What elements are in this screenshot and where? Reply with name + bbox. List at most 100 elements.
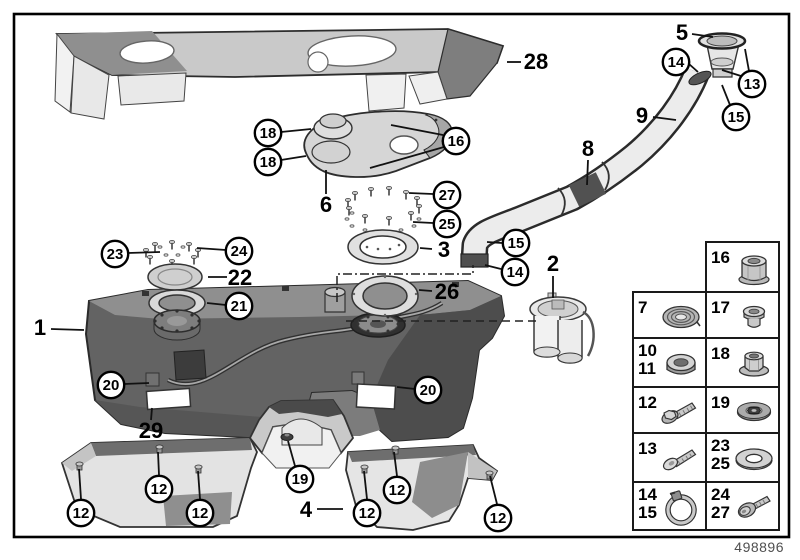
leader-line-8 (586, 159, 589, 186)
disc-nut-icon (736, 402, 772, 422)
callout-14[interactable]: 14 (500, 257, 530, 287)
leader-line-21 (206, 302, 227, 306)
svg-text:12: 12 (192, 505, 209, 522)
flange-nut-icon (738, 351, 770, 377)
leader-line-12 (393, 451, 398, 477)
svg-text:21: 21 (231, 298, 248, 315)
callout-18[interactable]: 18 (253, 118, 283, 148)
svg-text:13: 13 (744, 76, 761, 93)
leader-line-27 (408, 192, 434, 195)
legend-label-27: 27 (711, 503, 730, 522)
leader-line-19 (287, 440, 296, 467)
callout-12[interactable]: 12 (185, 498, 215, 528)
callout-12[interactable]: 12 (144, 474, 174, 504)
legend-cell-7[interactable]: 7 (632, 291, 707, 339)
leader-line-12 (157, 451, 160, 476)
callout-12[interactable]: 12 (382, 475, 412, 505)
filler-cap-part-5 (697, 32, 747, 78)
callout-22[interactable]: 22 (228, 265, 252, 290)
leader-line-14 (484, 264, 502, 270)
svg-text:28: 28 (524, 49, 548, 74)
callout-4[interactable]: 4 (300, 497, 313, 522)
callout-15[interactable]: 15 (721, 102, 751, 132)
left-sender-stack-21-22-23-24 (142, 239, 206, 341)
callout-6[interactable]: 6 (320, 192, 332, 217)
svg-text:20: 20 (420, 382, 437, 399)
service-plate-part-6 (303, 110, 453, 178)
callout-27[interactable]: 27 (432, 180, 462, 210)
callout-20[interactable]: 20 (96, 370, 126, 400)
filler-pipe-part-9 (460, 66, 712, 268)
callout-9[interactable]: 9 (636, 103, 648, 128)
svg-text:20: 20 (103, 377, 120, 394)
leader-line-1 (50, 328, 85, 331)
svg-text:25: 25 (439, 216, 456, 233)
callout-20[interactable]: 20 (413, 375, 443, 405)
callout-3[interactable]: 3 (438, 237, 450, 262)
leader-line-14 (688, 63, 699, 73)
callout-12[interactable]: 12 (352, 498, 382, 528)
legend-cell-18[interactable]: 18 (705, 337, 780, 388)
callout-12[interactable]: 12 (483, 503, 513, 533)
diagram-frame (12, 12, 791, 539)
legend-label-12: 12 (638, 393, 657, 412)
callout-16[interactable]: 16 (441, 126, 471, 156)
svg-text:23: 23 (107, 246, 124, 263)
callout-15[interactable]: 15 (501, 228, 531, 258)
callout-29[interactable]: 29 (139, 418, 163, 443)
legend-cell-13[interactable]: 13 (632, 432, 707, 483)
legend-cell-19[interactable]: 19 (705, 386, 780, 434)
callout-26[interactable]: 26 (435, 279, 459, 304)
legend-label-25: 25 (711, 454, 730, 473)
legend-label-11: 11 (638, 359, 656, 378)
svg-text:8: 8 (582, 136, 594, 161)
leader-line-9 (652, 116, 677, 121)
svg-text:3: 3 (438, 237, 450, 262)
callout-25[interactable]: 25 (432, 209, 462, 239)
callout-1[interactable]: 1 (34, 315, 46, 340)
leader-line-12 (489, 475, 498, 505)
callout-19[interactable]: 19 (285, 464, 315, 494)
callout-28[interactable]: 28 (524, 49, 548, 74)
callout-5[interactable]: 5 (676, 20, 688, 45)
svg-text:12: 12 (389, 482, 406, 499)
washer-screw-icon (737, 495, 771, 518)
svg-text:15: 15 (728, 109, 745, 126)
callout-2[interactable]: 2 (547, 251, 559, 276)
leader-line-13 (744, 48, 750, 72)
top-cover-part-28 (54, 28, 505, 120)
callout-14[interactable]: 14 (661, 47, 691, 77)
leader-line-16 (369, 146, 445, 169)
svg-text:15: 15 (508, 235, 525, 252)
callout-12[interactable]: 12 (66, 498, 96, 528)
legend-label-19: 19 (711, 393, 730, 412)
svg-text:4: 4 (300, 497, 313, 522)
svg-text:12: 12 (490, 510, 507, 527)
legend-cell-16[interactable]: 16 (705, 241, 780, 293)
svg-text:5: 5 (676, 20, 688, 45)
reference-line-dashdot (336, 265, 474, 302)
fuel-pump-part-2 (529, 292, 595, 364)
svg-text:2: 2 (547, 251, 559, 276)
callout-21[interactable]: 21 (224, 291, 254, 321)
callout-18[interactable]: 18 (253, 147, 283, 177)
hose-part-8 (568, 172, 607, 207)
callout-8[interactable]: 8 (582, 136, 594, 161)
legend-label-13: 13 (638, 439, 657, 458)
leader-line-12 (78, 468, 82, 500)
callout-24[interactable]: 24 (224, 236, 254, 266)
left-sender-unit (173, 349, 207, 381)
callout-23[interactable]: 23 (100, 239, 130, 269)
leader-line-26 (418, 289, 433, 292)
leader-line-3 (419, 247, 433, 250)
svg-text:6: 6 (320, 192, 332, 217)
legend-cell-12[interactable]: 12 (632, 386, 707, 434)
svg-text:19: 19 (292, 471, 309, 488)
callout-13[interactable]: 13 (737, 69, 767, 99)
legend-cell-17[interactable]: 17 (705, 291, 780, 339)
